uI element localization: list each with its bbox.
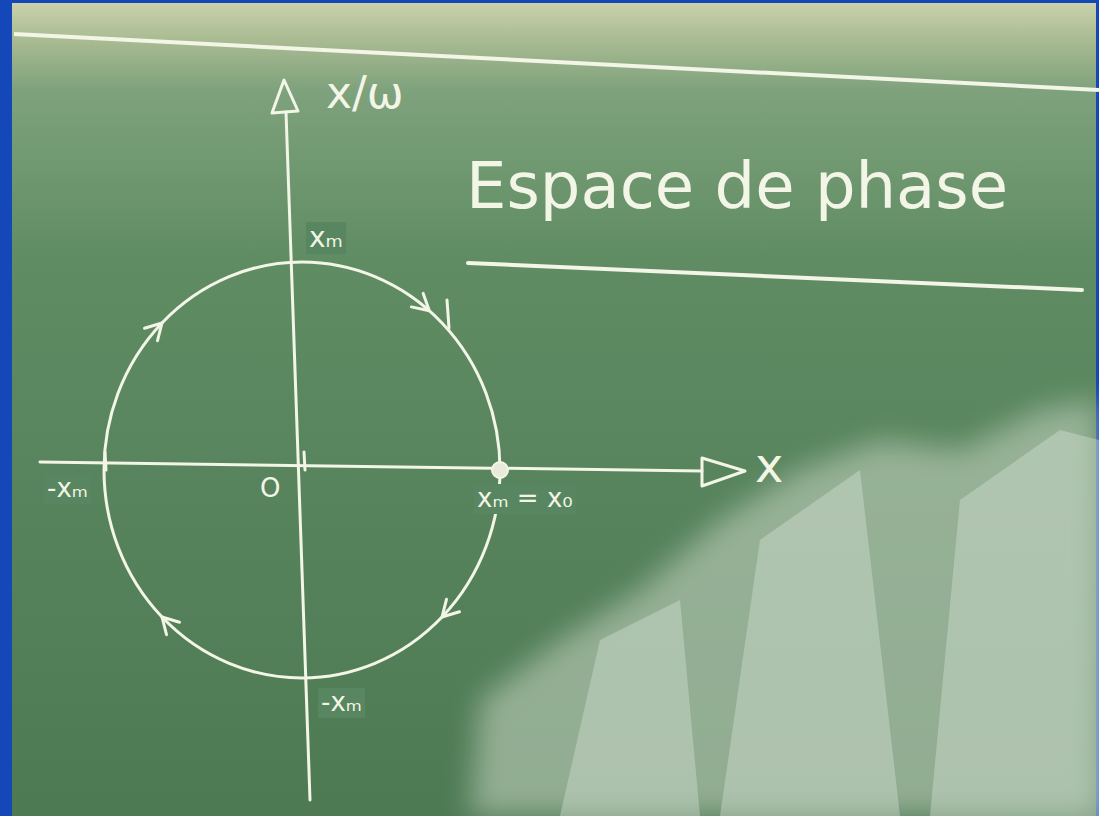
- axis-label: x: [755, 438, 783, 493]
- amplitude-mark: xₘ: [306, 222, 346, 254]
- eraser-smudge: [470, 400, 1099, 816]
- phase-trajectory: [104, 262, 500, 678]
- axis-tick: [304, 452, 305, 470]
- eraser-smudge: [470, 400, 1099, 816]
- initial-point: [492, 462, 508, 478]
- eraser-stroke: [720, 470, 900, 816]
- title-underline: [468, 263, 1082, 290]
- axis-tick: [105, 452, 106, 470]
- initial-condition-label: xₘ = x₀: [474, 484, 576, 514]
- direction-arrow: [411, 293, 429, 310]
- axis-arrowhead: [702, 458, 745, 486]
- amplitude-mark: -xₘ: [318, 688, 365, 718]
- frame-border: [0, 0, 12, 816]
- eraser-stroke: [560, 600, 700, 816]
- eraser-stroke: [930, 430, 1099, 816]
- origin-label: O: [260, 474, 280, 504]
- axis-label: x/ω: [326, 68, 404, 119]
- direction-arrow: [145, 323, 163, 341]
- amplitude-mark: -xₘ: [44, 474, 91, 504]
- eraser-strokes: [560, 430, 1099, 816]
- axis-arrowhead: [272, 80, 298, 113]
- frame-border: [0, 0, 1099, 3]
- chalk-tick: [447, 300, 449, 328]
- board-heading: Espace de phase: [466, 150, 1008, 224]
- direction-arrow: [442, 599, 460, 617]
- vertical-axis: [286, 112, 310, 800]
- direction-arrow: [162, 617, 180, 635]
- board-line: [14, 34, 1099, 90]
- horizontal-axis: [40, 462, 702, 471]
